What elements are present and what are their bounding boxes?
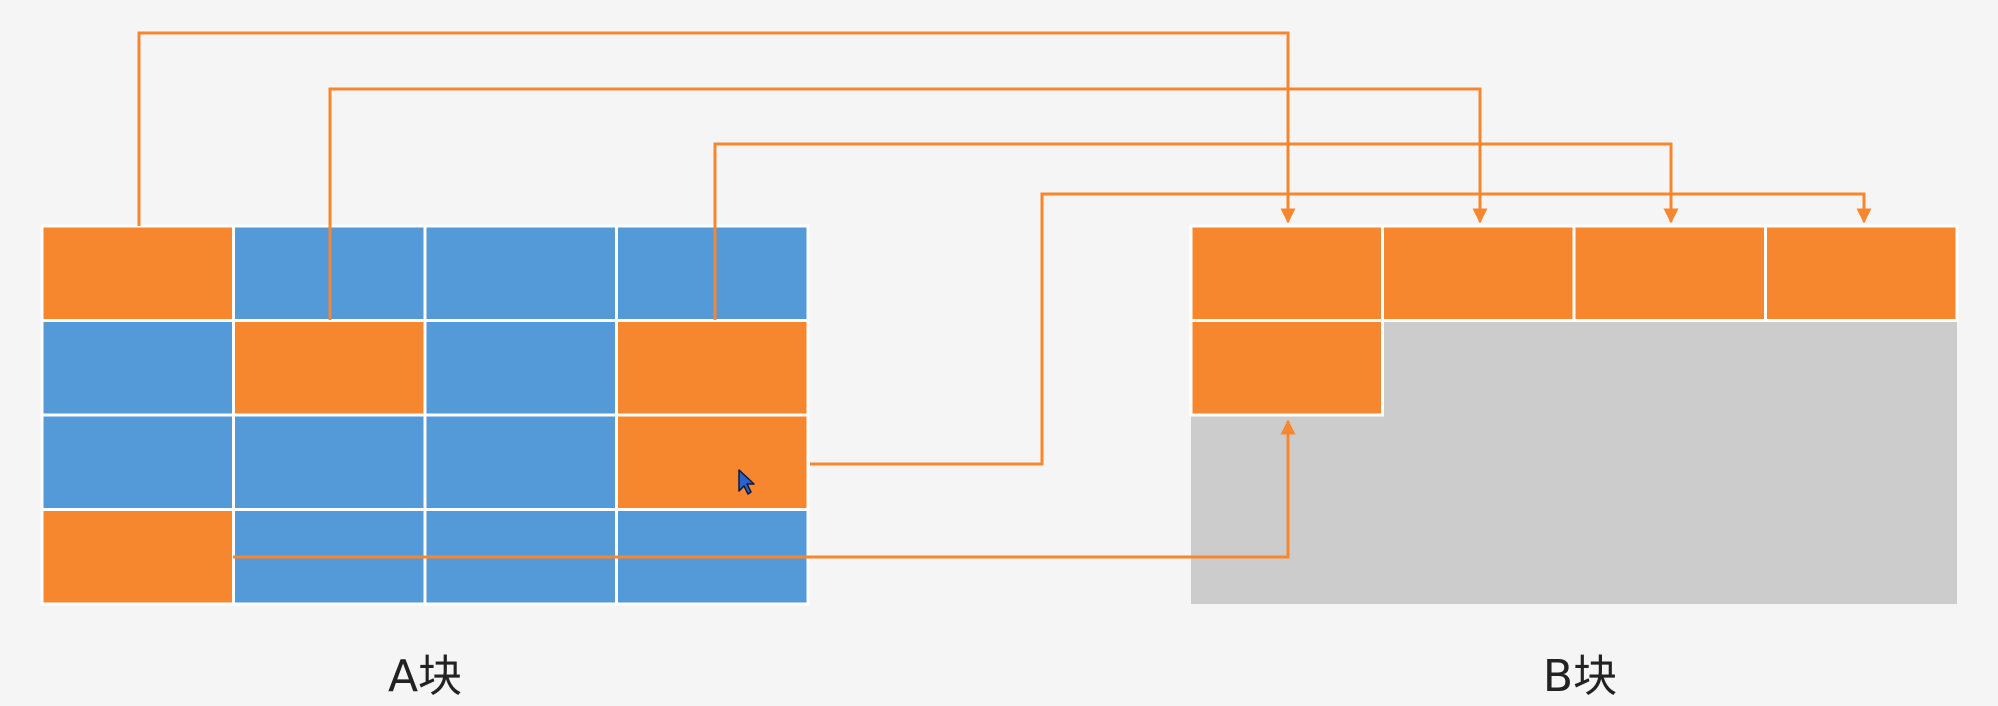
block-a-cell-r0-c2 (423, 224, 618, 322)
block-b-label: B块 (1542, 651, 1618, 702)
connectors (137, 31, 1872, 559)
block-a-cell-r1-c1-selected (232, 319, 427, 417)
block-a-cell-r2-c1 (232, 413, 427, 511)
mouse-pointer-icon (738, 469, 755, 495)
block-b-cell-r0-c2 (1572, 224, 1767, 322)
block-a-cell-r2-c0 (40, 413, 235, 511)
block-a-cell-r2-c3-selected (615, 413, 810, 511)
connector-arrow-4 (810, 192, 1872, 466)
block-a-cell-r2-c2 (423, 413, 618, 511)
connector-arrow-3 (713, 142, 1679, 320)
block-a-cell-r3-c0-selected (40, 508, 235, 606)
block-a-cell-r0-c0-selected (40, 224, 235, 322)
block-a-cell-r1-c0 (40, 319, 235, 417)
connector-arrow-2 (328, 87, 1488, 320)
block-a-cell-r0-c3 (615, 224, 810, 322)
connector-arrow-1 (137, 31, 1296, 226)
block-a-cell-r1-c3-selected (615, 319, 810, 417)
block-b-cell-r0-c1 (1381, 224, 1576, 322)
block-b-cell-r0-c3 (1764, 224, 1959, 322)
block-a-cell-r1-c2 (423, 319, 618, 417)
block-a-label: A块 (387, 651, 463, 702)
block-b-cell-r0-c0 (1189, 224, 1384, 322)
block-b (1189, 224, 1959, 604)
block-a (40, 224, 810, 606)
block-b-cell-r1-c0 (1189, 319, 1384, 417)
connector-arrow-5 (233, 419, 1296, 559)
